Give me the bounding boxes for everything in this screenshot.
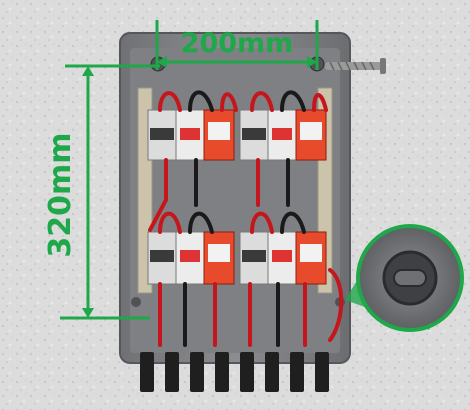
height-label: 320mm [43,132,78,257]
top-right-module [239,109,327,161]
cable-glands [140,352,329,392]
width-dimension [155,20,319,70]
bottom-right-module [239,231,327,285]
screw-icon [325,58,386,74]
height-dimension [60,64,160,320]
width-label: 200mm [181,28,294,59]
wiring [148,90,344,347]
magnified-mounting-hole [345,224,464,332]
bottom-left-module [147,231,235,285]
top-left-module [147,109,235,161]
